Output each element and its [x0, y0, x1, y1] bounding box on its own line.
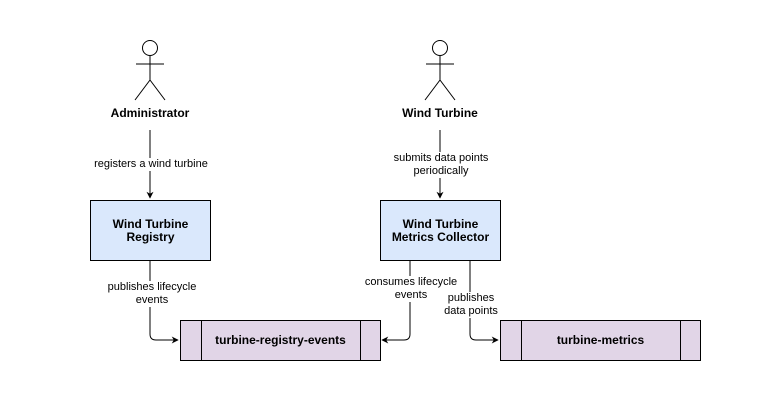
turbine-registry-events-label: turbine-registry-events [215, 333, 346, 347]
administrator-stick-figure-icon [134, 40, 166, 101]
topic-left-bar [201, 321, 202, 360]
topic-right-bar [680, 321, 681, 360]
turbine-metrics-topic[interactable]: turbine-metrics [500, 320, 701, 361]
wind-turbine-metrics-collector-label: Wind Turbine Metrics Collector [391, 216, 490, 244]
topic-left-bar [521, 321, 522, 360]
wind-turbine-metrics-collector-box[interactable]: Wind Turbine Metrics Collector [380, 200, 501, 261]
edge-label-registers: registers a wind turbine [80, 158, 222, 171]
edge-publishes-data [469, 260, 499, 344]
edge-label-publishes-lifecycle: publishes lifecycle events [96, 281, 208, 307]
edge-label-submits: submits data points periodically [380, 152, 502, 178]
wind-turbine-stick-figure-icon [424, 40, 456, 101]
topic-right-bar [360, 321, 361, 360]
wind-turbine-registry-label: Wind Turbine Registry [112, 216, 189, 244]
edge-publishes-lifecycle [149, 260, 179, 344]
wind-turbine-label: Wind Turbine [402, 106, 478, 120]
administrator-label: Administrator [110, 106, 190, 120]
edge-label-publishes-data: publishes data points [436, 292, 506, 318]
turbine-registry-events-topic[interactable]: turbine-registry-events [180, 320, 381, 361]
wind-turbine-registry-box[interactable]: Wind Turbine Registry [90, 200, 211, 261]
turbine-metrics-label: turbine-metrics [556, 333, 645, 347]
edge-consumes-lifecycle [381, 260, 411, 344]
